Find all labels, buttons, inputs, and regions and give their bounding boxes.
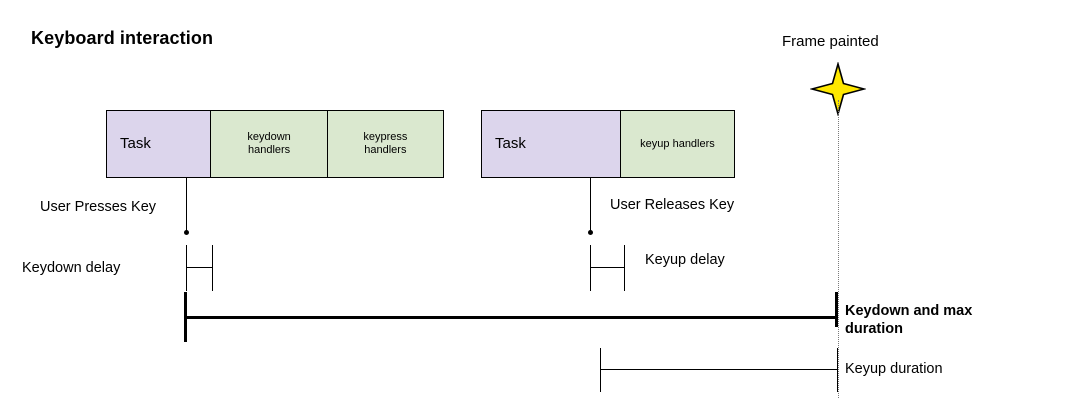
keydown-and-max-duration-label-line2: duration	[845, 321, 903, 338]
keyup-duration-span-line	[600, 369, 838, 371]
keydown-and-max-duration-label-line1: Keydown and max	[845, 303, 973, 319]
user-releases-key-pointer-dot	[588, 230, 593, 235]
user-releases-key-pointer-line	[590, 178, 592, 233]
keydown-task-row: Task keydown handlers keypress handlers	[106, 110, 444, 178]
user-releases-key-label: User Releases Key	[610, 197, 735, 213]
keyup-handlers-cell: keyup handlers	[619, 111, 734, 177]
frame-painted-label: Frame painted	[782, 33, 879, 50]
keydown-and-max-duration-label: Keydown and max duration	[845, 302, 1030, 338]
keyup-duration-right-tick	[837, 348, 839, 392]
keydown-duration-right-tick	[835, 292, 838, 327]
user-presses-key-label: User Presses Key	[40, 199, 157, 215]
keydown-handlers-cell: keydown handlers	[210, 111, 327, 177]
keypress-handlers-label-line1: keypress	[363, 131, 408, 144]
keydown-duration-span-line	[184, 316, 837, 319]
keyup-delay-span-line	[590, 267, 625, 269]
page-title: Keyboard interaction	[31, 28, 214, 48]
keypress-handlers-cell: keypress handlers	[326, 111, 443, 177]
keyup-task-row: Task keyup handlers	[481, 110, 735, 178]
keydown-delay-label: Keydown delay	[22, 260, 121, 276]
task-cell-keydown: Task	[107, 111, 211, 177]
task-cell-keyup-label: Task	[495, 135, 526, 153]
keydown-handlers-label-line1: keydown	[247, 131, 291, 144]
keypress-handlers-label-line2: handlers	[364, 144, 407, 156]
keydown-handlers-label-line2: handlers	[247, 144, 291, 156]
task-cell-keydown-label: Task	[120, 135, 151, 153]
task-cell-keyup: Task	[482, 111, 620, 177]
keyup-delay-label: Keyup delay	[645, 252, 725, 268]
keydown-delay-span-line	[186, 267, 213, 269]
user-presses-key-pointer-line	[186, 178, 188, 233]
frame-paint-guide-line	[838, 100, 839, 398]
keyup-handlers-label: keyup handlers	[640, 137, 715, 150]
keyup-duration-label: Keyup duration	[845, 361, 943, 377]
user-presses-key-pointer-dot	[184, 230, 189, 235]
